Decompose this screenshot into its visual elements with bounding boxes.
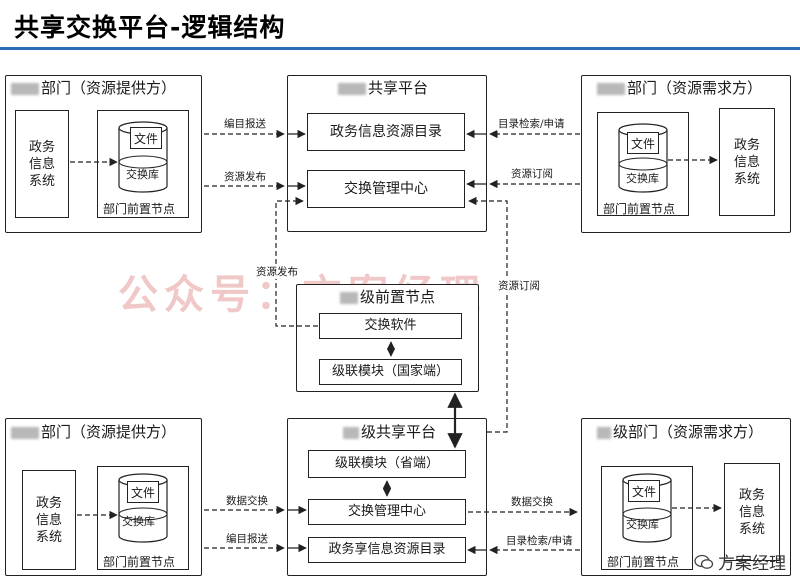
bottom-catalog-box: 政务享信息资源目录 [308, 537, 466, 563]
top-right-system: 政务信息系统 [719, 108, 775, 216]
label-catalog-search-top: 目录检索/申请 [497, 116, 566, 131]
top-left-system: 政务信息系统 [15, 110, 69, 218]
bottom-right-db-label: 交换库 [626, 518, 659, 531]
bottom-cascade-provincial: 级联模块（省端） [308, 450, 466, 478]
label-catalog-report-top: 编目报送 [223, 116, 267, 131]
top-catalog-box: 政务信息资源目录 [307, 113, 465, 151]
top-exchange-center-box: 交换管理中心 [307, 170, 465, 208]
redacted-mark [597, 427, 611, 439]
top-right-file-doc: 文件 [627, 132, 659, 154]
label-data-exchange-left: 数据交换 [225, 493, 269, 508]
top-left-front-node-label: 部门前置节点 [103, 202, 176, 216]
middle-cascade-national: 级联模块（国家端） [319, 359, 462, 385]
bottom-exchange-center-box: 交换管理中心 [308, 499, 466, 525]
redacted-mark [340, 292, 358, 304]
label-resource-publish-top: 资源发布 [223, 169, 267, 184]
redacted-mark [343, 427, 359, 439]
top-left-db-label: 交换库 [126, 168, 159, 181]
arrow-resource-subscribe-mid [468, 196, 508, 433]
brand-text: 方案经理 [718, 554, 786, 574]
redacted-mark [338, 83, 366, 95]
top-center-platform-header: 共享平台 [338, 79, 428, 97]
bottom-right-front-node-label: 部门前置节点 [607, 555, 680, 569]
bottom-left-db-label: 交换库 [122, 515, 155, 528]
label-catalog-report-bottom: 编目报送 [225, 531, 269, 546]
bottom-center-platform-header: 级共享平台 [343, 423, 436, 441]
label-catalog-search-bottom: 目录检索/申请 [505, 533, 574, 548]
bottom-left-system: 政务信息系统 [22, 470, 76, 570]
arrow-resource-publish-mid [275, 196, 318, 327]
bottom-left-department-header: 部门（资源提供方） [11, 423, 176, 441]
label-resource-publish-mid: 资源发布 [255, 264, 299, 279]
title-underline [0, 47, 800, 50]
wechat-icon [694, 554, 714, 569]
top-right-front-node-label: 部门前置节点 [603, 202, 676, 216]
bottom-right-system: 政务信息系统 [724, 463, 780, 561]
bottom-right-department-header: 级部门（资源需求方） [597, 423, 763, 441]
middle-front-node-header: 级前置节点 [340, 288, 435, 306]
label-resource-subscribe-mid: 资源订阅 [497, 278, 541, 293]
page-title: 共享交换平台-逻辑结构 [14, 13, 286, 42]
top-right-db-label: 交换库 [626, 172, 659, 185]
redacted-mark [11, 427, 39, 439]
top-left-file-doc: 文件 [130, 127, 162, 149]
top-right-department-header: 部门（资源需求方） [597, 79, 762, 97]
redacted-mark [11, 83, 39, 95]
bottom-right-file-doc: 文件 [628, 480, 660, 502]
label-resource-subscribe-top: 资源订阅 [510, 166, 554, 181]
bottom-left-file-doc: 文件 [127, 481, 159, 503]
brand-mark: 方案经理 [694, 549, 786, 574]
top-left-department-header: 部门（资源提供方） [11, 79, 176, 97]
middle-exchange-software: 交换软件 [319, 313, 462, 339]
redacted-mark [597, 83, 625, 95]
label-data-exchange-right: 数据交换 [510, 494, 554, 509]
bottom-left-front-node-label: 部门前置节点 [103, 555, 176, 569]
